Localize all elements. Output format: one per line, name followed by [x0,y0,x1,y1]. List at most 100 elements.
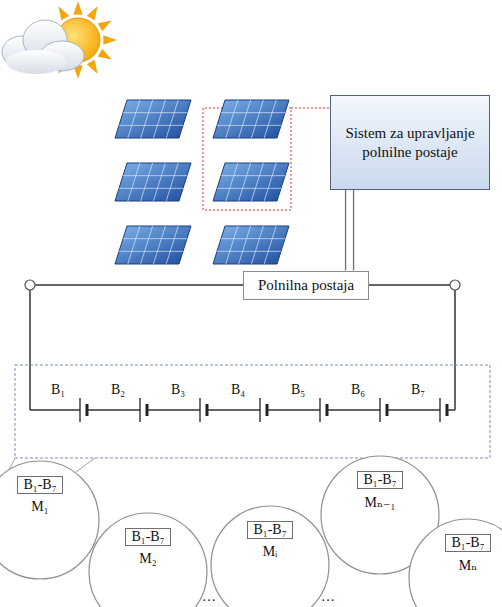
battery-label: B₄ [231,382,245,398]
node-text: B₁-B₇ [363,472,396,488]
panel-grid [119,125,183,126]
panel-grid [119,251,183,252]
circle-outline [408,518,502,607]
panel-grid [153,226,165,264]
label-holder: B₆ [351,382,365,398]
panel-grid [128,226,140,264]
panel-grid [166,163,178,201]
panel-grid [251,100,263,138]
panel-grid [239,163,251,201]
panel-grid [128,163,140,201]
solar-panel [213,100,289,138]
panel-grid [221,175,285,176]
sun-ray [104,36,116,44]
panel-grid [226,163,238,201]
panel-grid [123,238,187,239]
sun-ray [87,60,97,73]
panel-grid [141,226,153,264]
module-circle: Mₙ B₁-B₇ [408,518,502,607]
node-text: Mₙ₋₁ [365,494,396,511]
panel-grid [153,163,165,201]
panel-wire [291,108,330,109]
zoom-line [76,458,95,472]
panel-grid [221,238,285,239]
battery-plate-long [199,398,200,422]
panel-frame [115,100,191,138]
panel-grid [264,163,276,201]
battery-pack-box: B₁-B₇ [357,471,402,489]
circle-outline [211,506,329,607]
label-holder: … [321,589,335,605]
circle-outline [0,461,99,579]
module-circle: M₂B₁-B₇ [88,512,208,607]
ellipsis: … [321,589,335,605]
circle-outline [409,519,502,607]
panel-grid [166,226,178,264]
panel-grid [226,226,238,264]
bus-wire [454,290,456,410]
bus-wire [29,290,31,410]
sun-ray [98,49,111,59]
battery-pack-box: B₁-B₇ [445,534,490,552]
panel-grid [141,163,153,201]
ellipsis: … [202,589,216,605]
battery-group-frame [15,365,490,458]
cloud-base [6,50,66,74]
battery-wire [327,409,380,411]
node-text: B₁-B₇ [253,522,286,538]
panel-frame [213,226,289,264]
node-text: M₁ [31,499,48,515]
module-circle: M₁B₁-B₇ [0,460,100,580]
battery-string [30,398,455,422]
battery-wire [447,409,455,411]
solar-panel [115,226,191,264]
battery-plate-long [139,398,140,422]
node-text: Polnilna postaja [258,277,354,294]
solar-panel [115,100,191,138]
battery-wire [387,409,440,411]
solar-panel [115,163,191,201]
cloud-icon [2,20,84,74]
control-link-line [353,190,354,271]
node-text: Mᵢ [263,544,278,560]
battery-label: B₂ [111,382,125,398]
battery-plate-long [379,398,380,422]
label-holder: B₁ [51,382,65,398]
panel-grid [251,226,263,264]
battery-wire [267,409,320,411]
node-text: Mₙ [459,557,478,574]
panel-grid [226,100,238,138]
terminal [450,280,460,290]
sun-ray [87,7,97,20]
panel-grid [123,112,187,113]
solar-panel [213,163,289,201]
node-text: B₁-B₇ [451,535,484,551]
battery-wire [207,409,260,411]
node-text: Sistem za upravljanje polnilne postaje [345,124,475,162]
control-link [346,190,354,271]
charging-station-box: Polnilna postaja [243,271,369,300]
battery-label: B₅ [291,382,305,398]
sun-ray [59,7,69,20]
label-holder: B₇ [411,382,425,398]
circle-outline [89,513,207,607]
battery-wire [30,409,80,411]
panel-grid [119,188,183,189]
panel-grid [217,251,281,252]
panel-grid [217,125,281,126]
panel-frame [115,163,191,201]
panel-grid [264,226,276,264]
battery-pack-box: B₁-B₇ [125,528,170,546]
battery-wire [147,409,200,411]
panel-grid [123,175,187,176]
label-holder: B₃ [171,382,185,398]
battery-plate-long [439,398,440,422]
label-holder: B₄ [231,382,245,398]
panel-frame [213,163,289,201]
battery-label: B₃ [171,382,185,398]
panel-grid [239,100,251,138]
battery-label: B₆ [351,382,365,398]
control-link-line [345,190,346,271]
module-circle: Mᵢ B₁-B₇ [210,505,330,607]
battery-pack-box: B₁-B₇ [247,521,292,539]
